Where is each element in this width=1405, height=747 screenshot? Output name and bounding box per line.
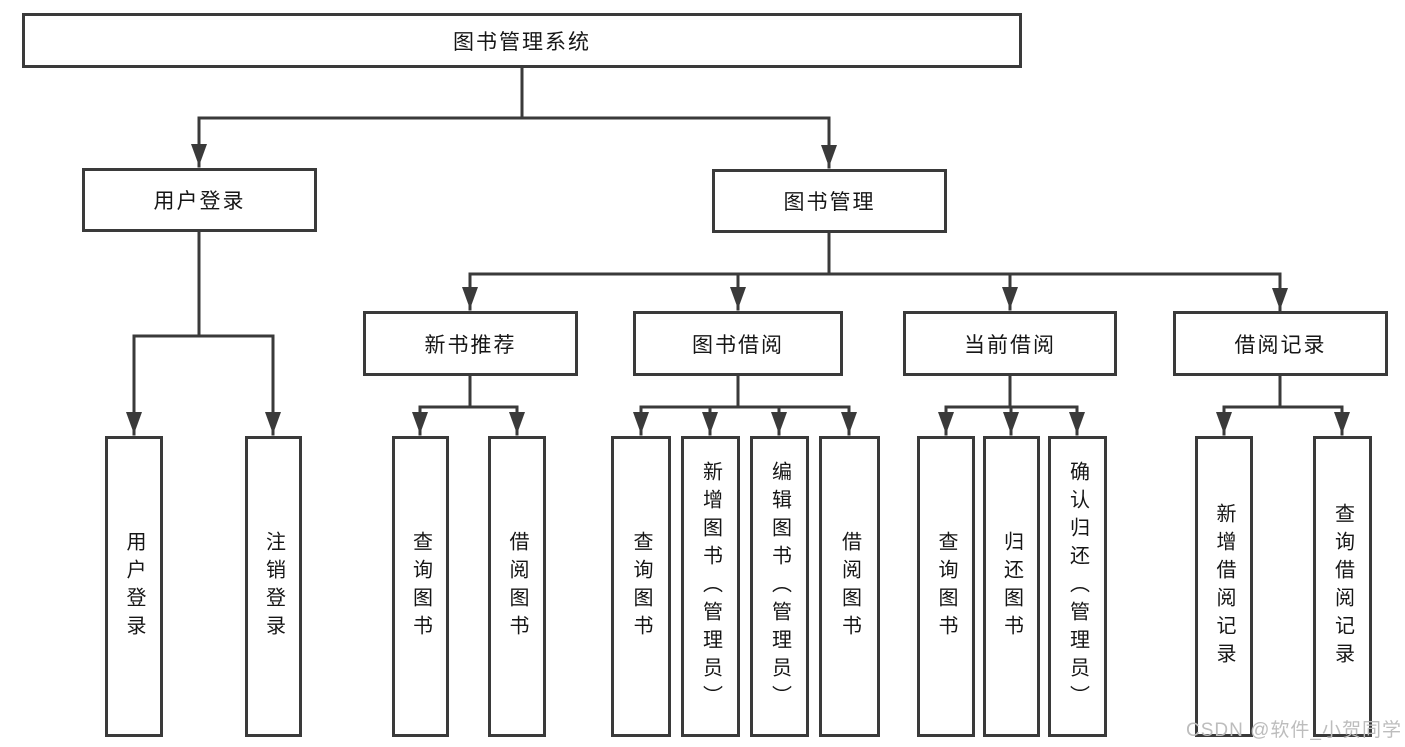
branch-borrow-records (1222, 374, 1344, 409)
branch-book-management (468, 231, 1282, 276)
leaf-confirm-return-admin: 确认归还（管理员） (1048, 436, 1107, 737)
node-borrow-records: 借阅记录 (1173, 311, 1388, 376)
leaf-user-login: 用户登录 (105, 436, 163, 737)
branch-root (197, 66, 831, 120)
leaf-query-books-1: 查询图书 (392, 436, 449, 737)
leaf-query-books-2: 查询图书 (611, 436, 671, 737)
watermark-text: CSDN @软件_小贺同学 (1186, 720, 1402, 741)
node-root: 图书管理系统 (22, 13, 1022, 68)
leaf-query-borrow-record: 查询借阅记录 (1313, 436, 1372, 737)
branch-new-book (418, 374, 519, 409)
leaf-edit-book-admin: 编辑图书（管理员） (750, 436, 809, 737)
leaf-borrow-books-2: 借阅图书 (819, 436, 880, 737)
leaf-add-borrow-record: 新增借阅记录 (1195, 436, 1253, 737)
branch-current-borrow (944, 374, 1079, 409)
node-book-borrow: 图书借阅 (633, 311, 843, 376)
branch-user-login (132, 230, 275, 338)
leaf-logout: 注销登录 (245, 436, 302, 737)
leaf-borrow-books-1: 借阅图书 (488, 436, 546, 737)
node-user-login: 用户登录 (82, 168, 317, 232)
node-new-book-recommend: 新书推荐 (363, 311, 578, 376)
node-book-management: 图书管理 (712, 169, 947, 233)
leaf-query-books-3: 查询图书 (917, 436, 975, 737)
leaf-return-book: 归还图书 (983, 436, 1040, 737)
node-current-borrow: 当前借阅 (903, 311, 1117, 376)
leaf-add-book-admin: 新增图书（管理员） (681, 436, 740, 737)
branch-book-borrow (639, 374, 851, 409)
